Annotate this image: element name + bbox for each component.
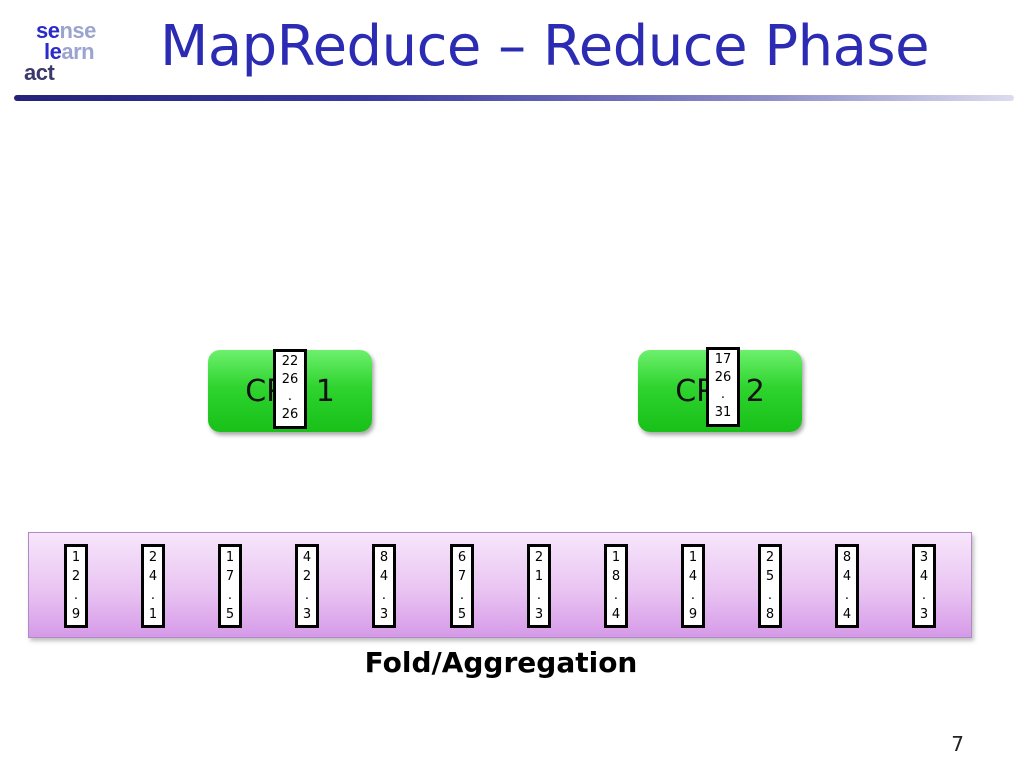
item-line: 2 <box>534 550 544 565</box>
item-line: . <box>150 588 156 603</box>
item-line: . <box>73 588 79 603</box>
item-line: 9 <box>71 607 81 622</box>
item-line: . <box>459 588 465 603</box>
item-line: . <box>613 588 619 603</box>
item-line: . <box>381 588 387 603</box>
logo-text: act <box>24 60 55 85</box>
item-line: 1 <box>148 607 158 622</box>
logo: sense learn act <box>22 20 122 90</box>
item-line: 4 <box>919 569 929 584</box>
logo-row-sense: sense <box>36 20 96 42</box>
item-line: . <box>767 588 773 603</box>
item-line: 4 <box>842 569 852 584</box>
item-line: 7 <box>457 569 467 584</box>
item-line: 4 <box>148 569 158 584</box>
item-line: 7 <box>225 569 235 584</box>
item-line: 4 <box>379 569 389 584</box>
aggregation-band <box>28 532 972 638</box>
item-line: 4 <box>302 550 312 565</box>
card-line: 26 <box>714 369 732 385</box>
item-line: 1 <box>534 569 544 584</box>
card-line: 26 <box>281 406 299 422</box>
title-divider <box>14 95 1014 101</box>
card-line: . <box>720 387 726 402</box>
logo-row-learn: learn <box>44 39 95 64</box>
item-line: 4 <box>842 607 852 622</box>
slide-title: MapReduce – Reduce Phase <box>160 14 930 79</box>
item-line: 3 <box>302 607 312 622</box>
item-line: 4 <box>688 569 698 584</box>
item-line: 3 <box>919 550 929 565</box>
item-line: 2 <box>148 550 158 565</box>
item-line: . <box>227 588 233 603</box>
item-line: . <box>690 588 696 603</box>
item-line: 3 <box>534 607 544 622</box>
item-line: 6 <box>457 550 467 565</box>
page-number: 7 <box>951 732 964 756</box>
logo-text: arn <box>61 39 95 64</box>
item-line: 2 <box>71 569 81 584</box>
item-line: 1 <box>225 550 235 565</box>
item-line: 8 <box>765 607 775 622</box>
card-line: 31 <box>714 404 732 420</box>
card-line: . <box>287 389 293 404</box>
logo-text: le <box>44 39 62 64</box>
item-line: 1 <box>71 550 81 565</box>
item-line: 3 <box>379 607 389 622</box>
card-line: 22 <box>281 354 299 369</box>
item-line: 9 <box>688 607 698 622</box>
item-line: 5 <box>765 569 775 584</box>
item-line: 2 <box>302 569 312 584</box>
item-line: . <box>844 588 850 603</box>
item-line: 2 <box>765 550 775 565</box>
item-line: 8 <box>611 569 621 584</box>
item-line: 1 <box>688 550 698 565</box>
cpu-1-result-card: 22 26 . 26 <box>273 349 307 429</box>
item-line: 1 <box>611 550 621 565</box>
item-line: 4 <box>611 607 621 622</box>
item-line: 5 <box>457 607 467 622</box>
item-line: . <box>921 588 927 603</box>
card-line: 17 <box>714 352 732 367</box>
item-line: . <box>304 588 310 603</box>
caption: Fold/Aggregation <box>364 646 638 679</box>
logo-text: se <box>36 18 60 43</box>
logo-row-act: act <box>24 60 55 85</box>
cpu-2-result-card: 17 26 . 31 <box>706 347 740 427</box>
item-line: . <box>536 588 542 603</box>
item-line: 8 <box>379 550 389 565</box>
item-line: 8 <box>842 550 852 565</box>
card-line: 26 <box>281 371 299 387</box>
item-line: 3 <box>919 607 929 622</box>
item-line: 5 <box>225 607 235 622</box>
logo-text: nse <box>59 18 96 43</box>
